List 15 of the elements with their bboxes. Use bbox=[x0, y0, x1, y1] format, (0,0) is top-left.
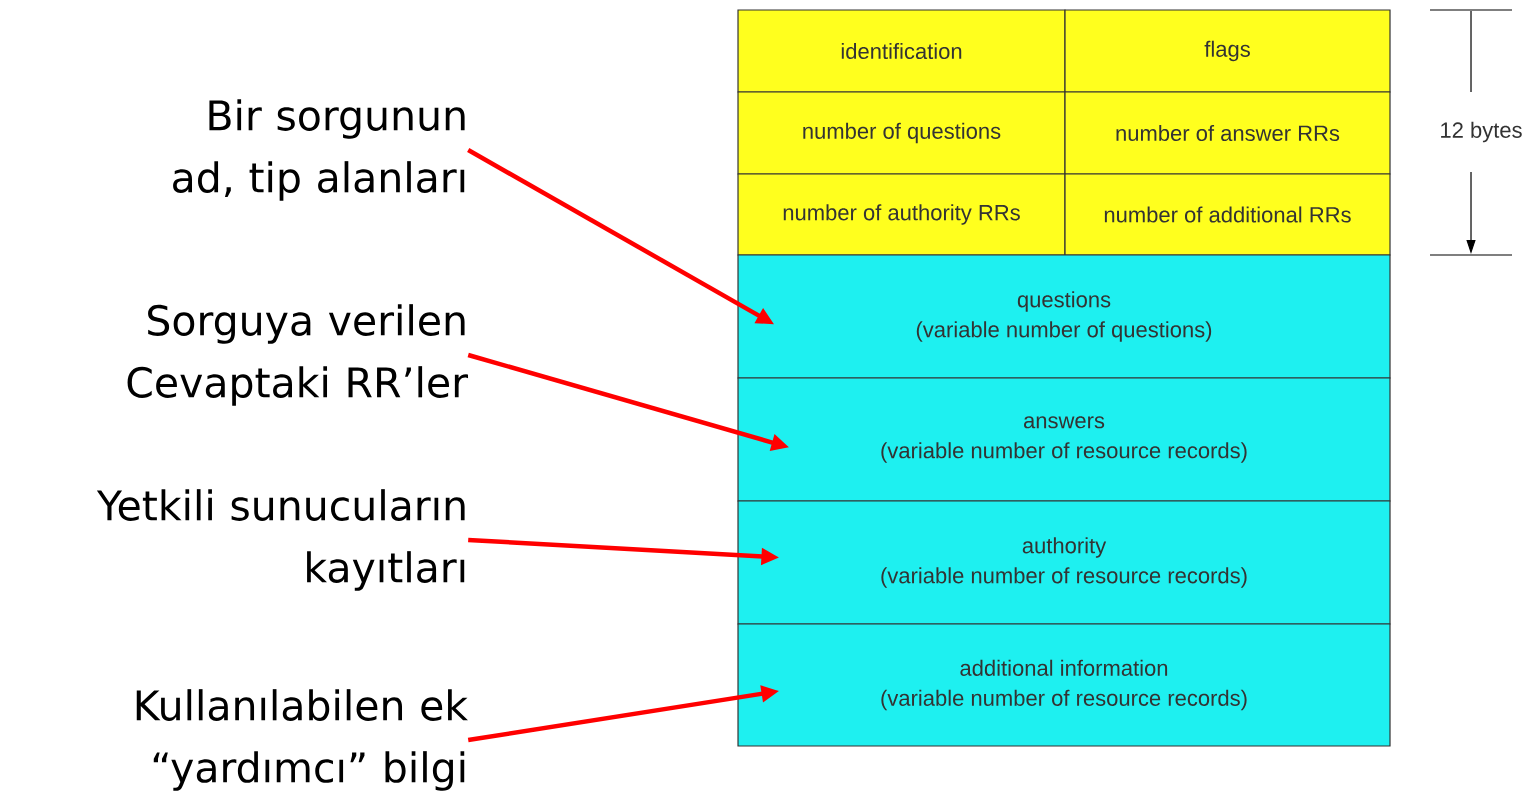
header-field: identification bbox=[737, 9, 1066, 93]
section-field: answers (variable number of resource records) bbox=[737, 377, 1391, 502]
annotation-text: Yetkili sunucuların kayıtları bbox=[96, 489, 465, 591]
header-field: number of additional RRs bbox=[1064, 173, 1391, 256]
dimension-label: 12 bytes bbox=[1441, 121, 1522, 143]
section-field: additional information (variable number of resource records) bbox=[737, 623, 1391, 747]
annotation-text: Kullanılabilen ek “yardımcı” bilgi bbox=[136, 689, 468, 791]
annotation-text: Sorguya verilen Cevaptaki RR’ler bbox=[127, 304, 469, 406]
section-field: questions (variable number of questions) bbox=[737, 254, 1391, 379]
header-field: number of answer RRs bbox=[1064, 91, 1391, 175]
section-field: authority (variable number of resource records) bbox=[737, 500, 1391, 625]
header-field: flags bbox=[1064, 9, 1391, 93]
annotation-text: Bir sorgunun ad, tip alanları bbox=[173, 99, 465, 201]
header-field: number of authority RRs bbox=[737, 173, 1066, 256]
header-field: number of questions bbox=[737, 91, 1066, 175]
